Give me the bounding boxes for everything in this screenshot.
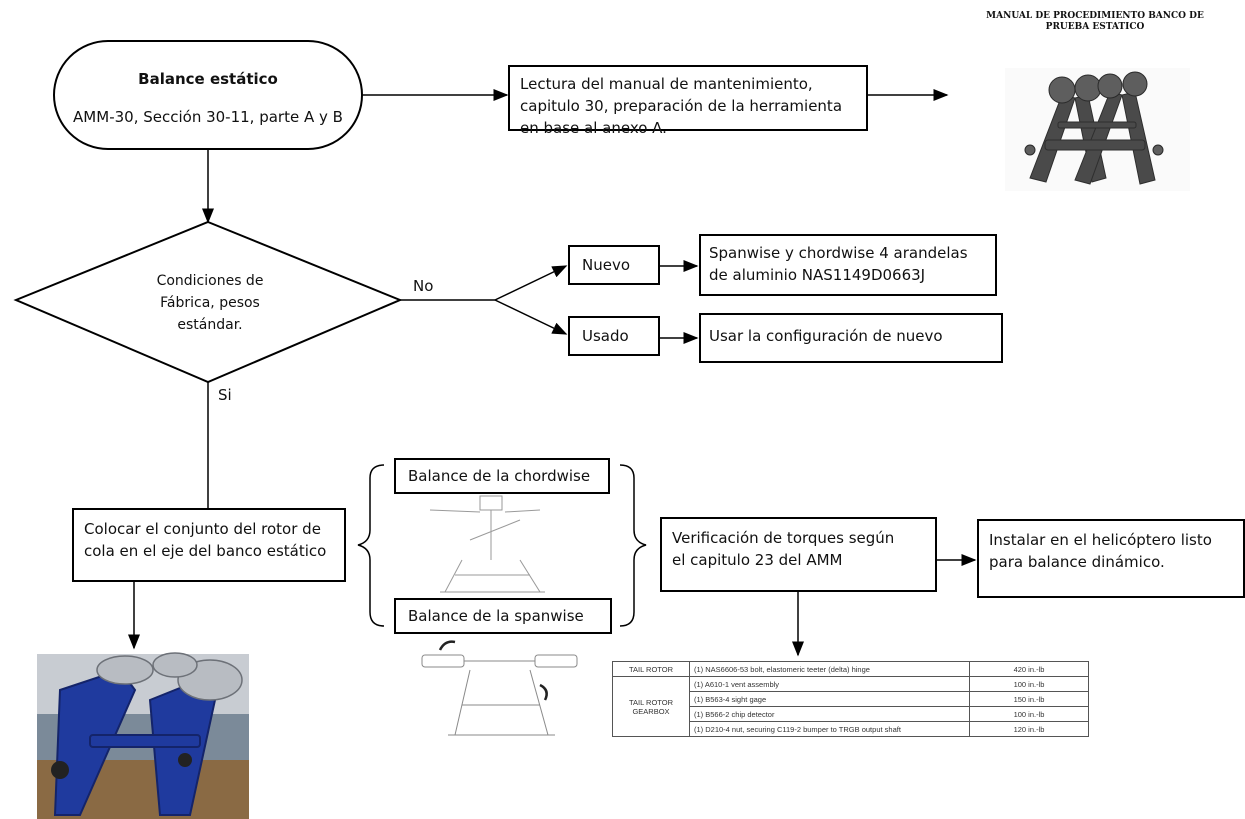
decision-line-1: Condiciones de — [156, 273, 264, 289]
reading-line-1: Lectura del manual de mantenimiento, — [520, 75, 813, 93]
torque-table: TAIL ROTOR (1) NAS6606-53 bolt, elastome… — [612, 661, 1089, 737]
verificacion-line-2: el capitulo 23 del AMM — [672, 551, 843, 569]
usado-result-box: Usar la configuración de nuevo — [699, 313, 1003, 363]
decision-line-2: Fábrica, pesos — [160, 295, 260, 311]
usado-label: Usado — [582, 327, 629, 345]
arrow-to-usado — [494, 299, 568, 335]
instalar-box: Instalar en el helicóptero listo para ba… — [977, 519, 1245, 598]
table-row: (1) B563-4 sight gage 150 in.-lb — [613, 691, 1089, 707]
reading-line-3: en base al anexo A. — [520, 119, 667, 137]
decision-yes-label: Si — [218, 386, 232, 404]
decision-text: Condiciones de Fábrica, pesos estándar. — [130, 270, 290, 336]
nuevo-result-line-2: de aluminio NAS1149D0663J — [709, 266, 926, 284]
decision-no-label: No — [413, 277, 434, 295]
nuevo-box: Nuevo — [568, 245, 660, 285]
table-cell-group: TAIL ROTOR GEARBOX — [612, 676, 690, 737]
nuevo-label: Nuevo — [582, 256, 631, 274]
nuevo-result-line-1: Spanwise y chordwise 4 arandelas — [709, 244, 968, 262]
reading-line-2: capitulo 30, preparación de la herramien… — [520, 97, 843, 115]
nuevo-result-box: Spanwise y chordwise 4 arandelas de alum… — [699, 234, 997, 296]
table-row: TAIL ROTOR GEARBOX (1) A610-1 vent assem… — [612, 676, 1089, 737]
instalar-line-2: para balance dinámico. — [989, 553, 1165, 571]
usado-box: Usado — [568, 316, 660, 356]
start-subtitle: AMM-30, Sección 30-11, parte A y B — [73, 108, 343, 126]
instalar-line-1: Instalar en el helicóptero listo — [989, 531, 1212, 549]
header-line-2: PRUEBA ESTATICO — [1045, 22, 1145, 32]
chordwise-label: Balance de la chordwise — [408, 467, 591, 485]
colocar-box: Colocar el conjunto del rotor de cola en… — [72, 508, 346, 582]
decision-diamond — [13, 220, 403, 384]
spanwise-label: Balance de la spanwise — [408, 607, 584, 625]
arrow-to-nuevo — [494, 265, 568, 301]
table-row: (1) D210-4 nut, securing C119-2 bumper t… — [613, 721, 1089, 737]
chordwise-box: Balance de la chordwise — [394, 458, 610, 494]
left-brace — [357, 464, 385, 627]
start-terminator: Balance estático AMM-30, Sección 30-11, … — [53, 40, 363, 150]
spanwise-box: Balance de la spanwise — [394, 598, 612, 634]
colocar-line-2: cola en el eje del banco estático — [84, 542, 327, 560]
verificacion-line-1: Verificación de torques según — [672, 529, 895, 547]
decision-line-3: estándar. — [177, 317, 243, 333]
reading-manual-box: Lectura del manual de mantenimiento, cap… — [508, 65, 868, 137]
table-cell-value: 120 in.-lb — [969, 721, 1089, 737]
verificacion-box: Verificación de torques según el capitul… — [660, 517, 937, 592]
right-brace — [619, 464, 647, 627]
start-title: Balance estático — [138, 70, 278, 88]
header-line-1: MANUAL DE PROCEDIMIENTO BANCO DE — [986, 11, 1204, 21]
usado-result-text: Usar la configuración de nuevo — [709, 327, 943, 345]
colocar-line-1: Colocar el conjunto del rotor de — [84, 520, 321, 538]
document-header: MANUAL DE PROCEDIMIENTO BANCO DE PRUEBA … — [945, 11, 1245, 33]
